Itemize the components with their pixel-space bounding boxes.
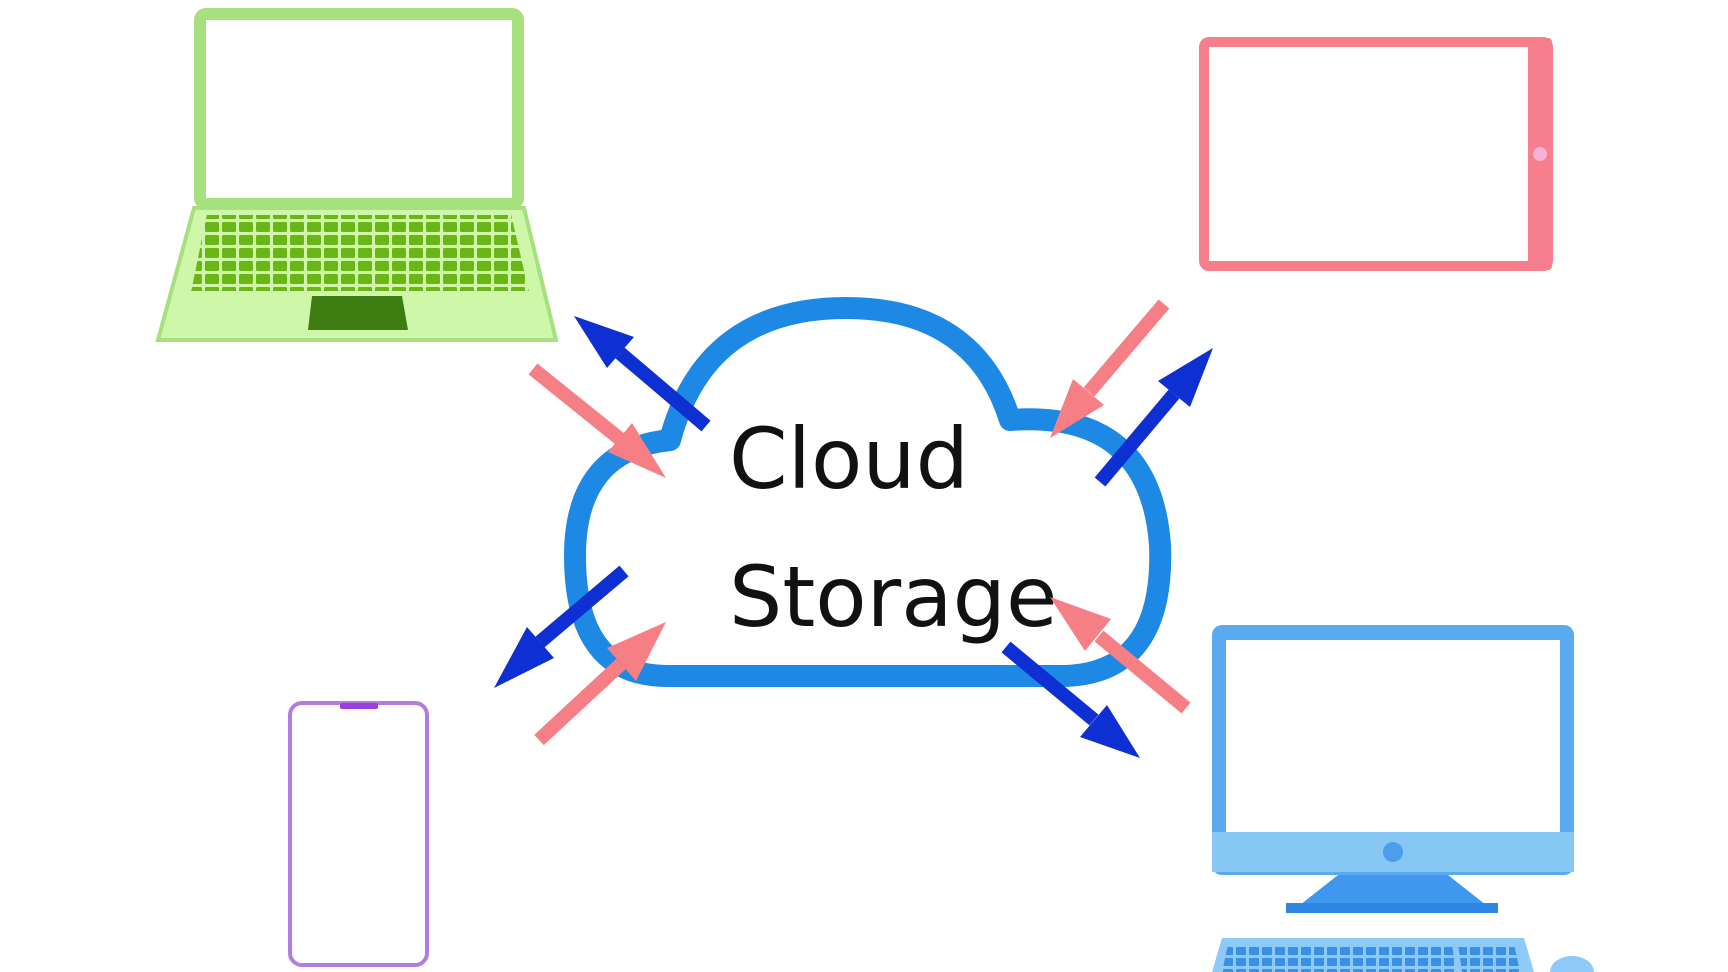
download-arrow-to-smartphone xyxy=(494,565,629,688)
download-arrow-to-tablet xyxy=(1094,348,1213,487)
upload-arrow-from-tablet xyxy=(1050,299,1170,438)
upload-arrow-from-laptop xyxy=(528,363,666,478)
download-arrow-to-desktop xyxy=(1001,641,1140,758)
desktop-computer-icon xyxy=(1212,625,1594,972)
cloud-label-line1: Cloud xyxy=(729,410,969,508)
tablet-icon xyxy=(1199,37,1553,271)
cloud-label-line2: Storage xyxy=(729,548,1058,646)
upload-arrow-from-smartphone xyxy=(534,622,666,746)
laptop-icon xyxy=(155,8,559,342)
download-arrow-to-laptop xyxy=(574,316,711,432)
smartphone-icon xyxy=(288,701,429,967)
cloud-icon: Cloud Storage xyxy=(564,297,1172,687)
upload-arrow-from-desktop xyxy=(1050,597,1191,714)
